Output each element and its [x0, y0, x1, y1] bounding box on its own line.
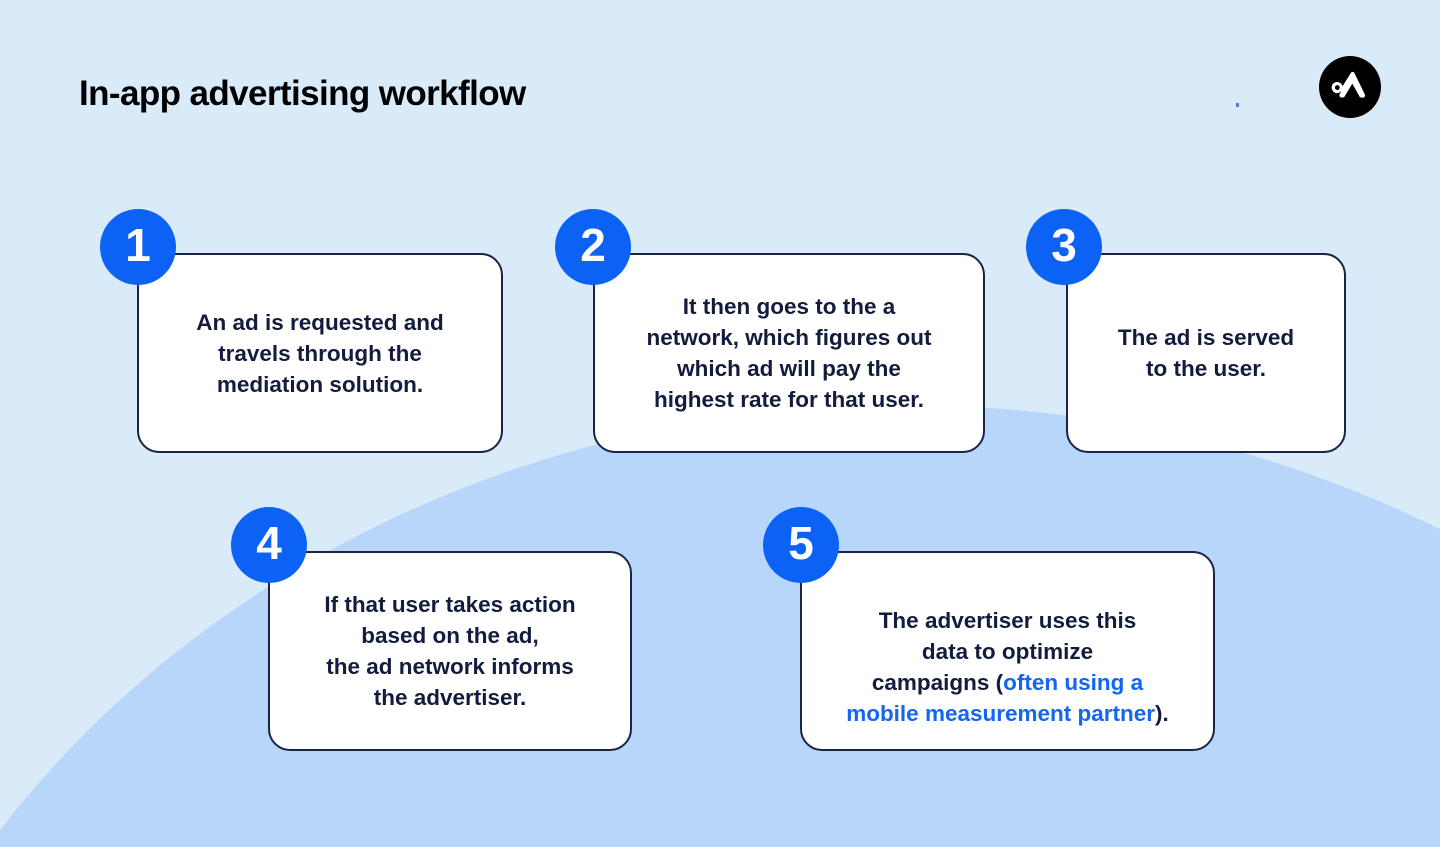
- step-2-number: 2: [580, 219, 606, 271]
- step-5-card: The advertiser uses this data to optimiz…: [800, 551, 1215, 751]
- page-title: In-app advertising workflow: [79, 74, 526, 113]
- step-5-text-before: The advertiser uses this data to optimiz…: [871, 607, 1137, 695]
- step-4-badge: 4: [231, 507, 307, 583]
- decorative-speck: [1236, 103, 1239, 107]
- step-2-text: It then goes to the a network, which fig…: [646, 294, 932, 412]
- step-4-card: If that user takes action based on the a…: [268, 551, 632, 751]
- step-5-text-after: ).: [1155, 700, 1169, 726]
- step-3-number: 3: [1051, 219, 1077, 271]
- step-2-badge: 2: [555, 209, 631, 285]
- step-4-text: If that user takes action based on the a…: [324, 592, 576, 710]
- adjust-logo-icon: [1319, 56, 1381, 118]
- step-2-card: It then goes to the a network, which fig…: [593, 253, 985, 453]
- step-3-card: The ad is served to the user.: [1066, 253, 1346, 453]
- step-1-badge: 1: [100, 209, 176, 285]
- step-5-badge: 5: [763, 507, 839, 583]
- step-5-number: 5: [788, 517, 814, 569]
- step-1-card: An ad is requested and travels through t…: [137, 253, 503, 453]
- step-4-number: 4: [256, 517, 282, 569]
- step-5-text: The advertiser uses this data to optimiz…: [830, 574, 1185, 729]
- step-3-text: The ad is served to the user.: [1117, 325, 1295, 381]
- step-1-text: An ad is requested and travels through t…: [196, 309, 444, 397]
- step-1-number: 1: [125, 219, 151, 271]
- mmp-link[interactable]: often using a mobile measurement partner: [846, 669, 1156, 726]
- step-3-badge: 3: [1026, 209, 1102, 285]
